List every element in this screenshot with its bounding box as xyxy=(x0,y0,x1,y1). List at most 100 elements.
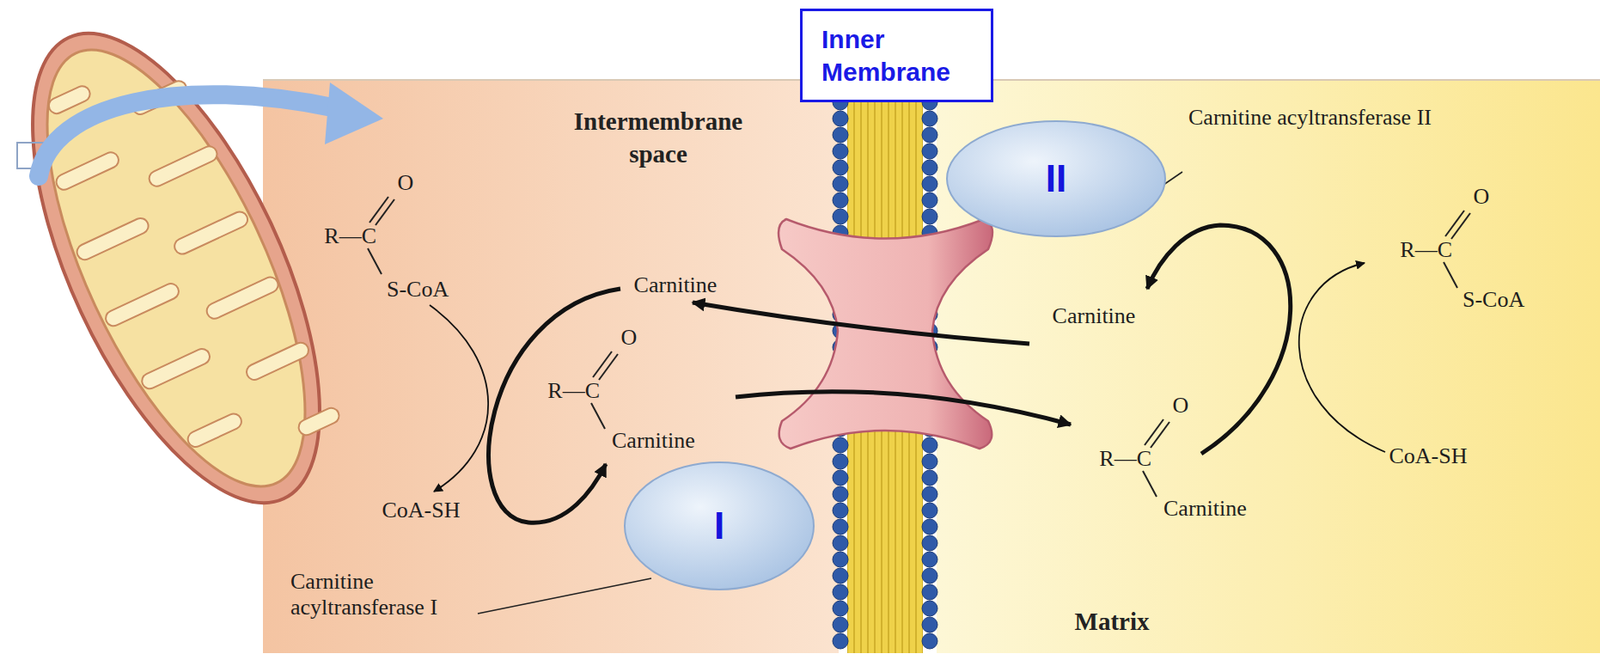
chemical-label: Carnitine xyxy=(634,272,718,299)
chemical-label: Carnitine xyxy=(1163,495,1247,522)
lipid-head xyxy=(922,519,938,535)
chemical-label: O xyxy=(397,170,415,196)
lipid-head xyxy=(922,159,938,176)
lipid-head xyxy=(832,551,849,568)
chemical-label: CoA-SH xyxy=(381,497,460,524)
enzyme-ellipse xyxy=(624,462,814,590)
matrix-ground xyxy=(936,79,1600,654)
chemical-label: Carnitine xyxy=(1052,303,1136,330)
chemical-label: S-CoA xyxy=(1462,287,1525,313)
bond-line xyxy=(1443,262,1458,288)
carnitine-return-arrow xyxy=(692,302,1030,344)
enzyme-name: Carnitine acyltransferase II xyxy=(1188,104,1447,131)
region-band: Matrix xyxy=(945,79,1600,654)
crista xyxy=(244,340,312,383)
lipid-head xyxy=(832,159,849,176)
enzyme-shape: I xyxy=(622,459,817,593)
lipid-head xyxy=(832,176,849,192)
inner-membrane xyxy=(0,15,358,521)
lipid-head xyxy=(922,127,938,143)
chemical-label: O xyxy=(1473,183,1491,210)
bond-line xyxy=(1451,213,1471,239)
enzyme-number: I xyxy=(714,504,725,548)
chemical-label: R—C xyxy=(1399,237,1453,263)
lipid-head xyxy=(832,437,849,453)
cycle-arrow xyxy=(1147,225,1291,454)
lipid-head xyxy=(922,143,938,159)
chemical-label: R—C xyxy=(1099,445,1152,472)
crista xyxy=(204,274,281,322)
chemical-label: CoA-SH xyxy=(1388,443,1467,470)
crista xyxy=(185,410,245,450)
lipid-head xyxy=(922,551,938,568)
intermembrane-ground xyxy=(262,79,839,654)
lipid-head xyxy=(832,567,849,584)
lipid-head xyxy=(922,584,938,600)
lipid-head xyxy=(922,453,938,470)
lipid-head xyxy=(832,486,849,502)
bond-line xyxy=(375,199,395,226)
zoom-arrow xyxy=(38,94,337,177)
lipid-head xyxy=(922,470,938,486)
bond-line xyxy=(591,403,605,429)
lipid-head xyxy=(922,616,938,633)
crista xyxy=(296,405,342,438)
lipid-head xyxy=(832,502,849,519)
crista xyxy=(139,346,213,391)
lipid-head xyxy=(832,208,849,225)
bond-line xyxy=(592,351,612,378)
lipid-head xyxy=(832,453,849,470)
crista xyxy=(103,280,182,329)
coa-arrow xyxy=(429,305,489,492)
enzyme-ellipse xyxy=(946,121,1166,237)
lipid-head xyxy=(922,192,938,208)
bond-line xyxy=(1150,421,1170,448)
lipid-head xyxy=(832,535,849,551)
lipid-head xyxy=(832,616,849,633)
lipid-head xyxy=(922,600,938,617)
lipid-head xyxy=(922,502,938,519)
coa-arrow xyxy=(1299,262,1386,452)
lipid-head xyxy=(922,633,938,649)
lipid-head xyxy=(922,567,938,584)
lipid-head xyxy=(922,110,938,127)
chemical-label: Carnitine xyxy=(611,427,696,454)
lipid-head xyxy=(922,176,938,192)
lipid-head xyxy=(922,486,938,502)
enzyme-name: Carnitine acyltransferase I xyxy=(290,568,506,621)
crista xyxy=(171,208,251,257)
chemical-label: S-CoA xyxy=(386,276,449,303)
lipid-head xyxy=(832,519,849,535)
lipid-head xyxy=(922,535,938,551)
lipid-head xyxy=(832,192,849,208)
outer-membrane xyxy=(0,0,379,544)
bond-line xyxy=(367,248,382,275)
mitochondrion xyxy=(0,0,379,544)
bond-line xyxy=(598,354,618,380)
chemical-label: O xyxy=(1172,392,1190,419)
bond-line xyxy=(1445,210,1465,237)
cycle-arrow xyxy=(488,288,621,523)
lipid-head xyxy=(922,208,938,225)
zoom-arrowhead xyxy=(324,82,384,145)
membrane-label: Inner Membrane xyxy=(821,23,972,88)
title-box: Inner Membrane xyxy=(800,8,994,103)
enzyme-number: II xyxy=(1045,157,1067,201)
cristae xyxy=(12,45,342,492)
lipid-head xyxy=(832,600,849,617)
region-label: Intermembrane space xyxy=(546,105,770,171)
crista xyxy=(146,143,220,189)
acylcarnitine-import-arrow xyxy=(735,391,1071,425)
lipid-head xyxy=(922,437,938,453)
leader-line xyxy=(477,578,652,614)
lipid-head xyxy=(832,127,849,143)
lipid-head xyxy=(832,584,849,600)
chemical-label: O xyxy=(621,324,638,351)
crista xyxy=(54,149,122,192)
bond-line xyxy=(1142,470,1157,497)
lipid-head xyxy=(832,633,849,649)
crista xyxy=(74,215,152,263)
chemical-label: R—C xyxy=(547,378,600,404)
bond-line xyxy=(1144,419,1164,446)
